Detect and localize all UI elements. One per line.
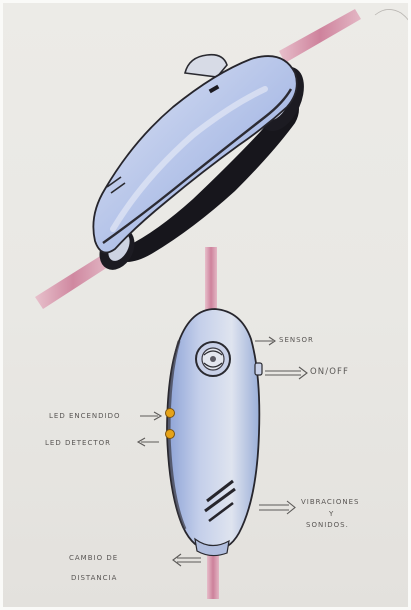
on-off-switch — [255, 363, 262, 375]
label-led-encendido: Led encendido — [49, 412, 121, 420]
arrow-led-encendido — [140, 412, 161, 420]
label-vibraciones: Vibraciones — [301, 498, 359, 506]
label-sonidos: Sonidos. — [306, 521, 349, 529]
sketch-drawing — [3, 3, 411, 610]
label-sensor: Sensor — [279, 336, 314, 344]
label-led-detector: Led Detector — [45, 439, 111, 447]
arrow-led-detector — [138, 438, 159, 446]
arrow-vibraciones — [259, 501, 295, 514]
label-cambio-de: Cambio de — [69, 554, 118, 562]
cane-top — [205, 247, 217, 311]
cane-bottom — [207, 551, 219, 599]
led-encendido-light — [166, 409, 175, 418]
corner-scribble — [375, 9, 411, 25]
device-front-view — [166, 247, 263, 599]
label-on-off: On/Off — [310, 367, 349, 377]
arrow-sensor — [255, 337, 275, 345]
led-detector-light — [166, 430, 175, 439]
arrow-on-off — [265, 367, 307, 379]
arrow-distancia — [173, 554, 201, 566]
sensor-dial — [196, 342, 230, 376]
label-vibraciones-y: y — [329, 510, 334, 518]
cane-upper — [279, 9, 361, 63]
device-angled-view — [35, 9, 361, 309]
cane-lower — [35, 253, 111, 309]
label-distancia: Distancia — [71, 574, 117, 582]
